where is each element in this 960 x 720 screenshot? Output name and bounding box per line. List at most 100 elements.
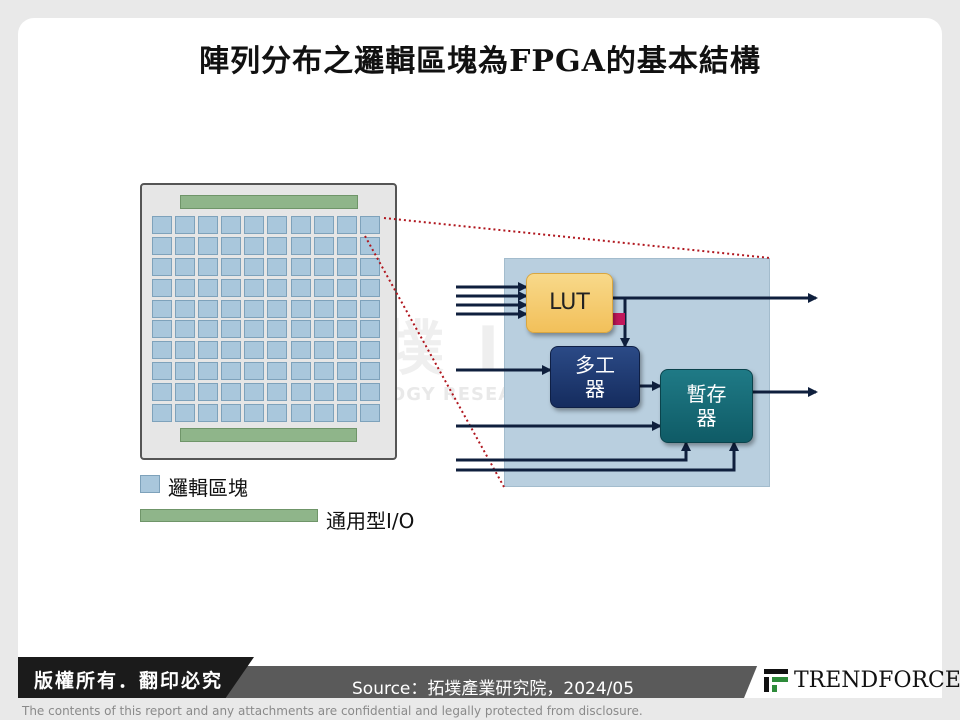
logic-block-cell xyxy=(198,362,219,381)
logic-block-cell xyxy=(313,341,334,360)
io-bar-top xyxy=(180,195,358,209)
logic-block-cell xyxy=(175,362,196,381)
logic-block-cell xyxy=(267,299,288,318)
logic-block-cell xyxy=(244,383,265,402)
logic-block-cell xyxy=(221,236,242,255)
logic-block-cell xyxy=(336,320,357,339)
logic-block-cell xyxy=(290,383,311,402)
register-label-line1: 暫存 xyxy=(686,382,727,406)
register-label: 暫存 器 xyxy=(687,382,727,430)
trendforce-logo-text: TRENDFORCE xyxy=(794,668,960,693)
logic-block-cell xyxy=(359,341,380,360)
logic-block-cell xyxy=(152,341,172,360)
logic-block-cell xyxy=(175,404,196,423)
logic-block-cell xyxy=(175,236,196,255)
logic-block-cell xyxy=(221,257,242,276)
page-title: 陣列分布之邏輯區塊為FPGA的基本結構 xyxy=(199,44,761,79)
logic-block-cell xyxy=(290,216,311,234)
logic-block-cell xyxy=(244,257,265,276)
multiplexer-block: 多工 器 xyxy=(550,346,640,408)
logic-block-cell xyxy=(359,257,380,276)
logic-block-cell xyxy=(359,236,380,255)
logic-block-cell xyxy=(244,278,265,297)
register-block: 暫存 器 xyxy=(660,369,753,443)
logic-block-cell xyxy=(175,383,196,402)
logic-block-cell xyxy=(359,299,380,318)
logic-block-cell xyxy=(152,404,172,423)
logic-block-cell xyxy=(313,236,334,255)
logic-block-cell xyxy=(267,216,288,234)
source-text: Source：拓墣產業研究院，2024/05 xyxy=(352,679,635,699)
logic-block-cell xyxy=(336,236,357,255)
logic-block-cell xyxy=(198,299,219,318)
logic-block-grid xyxy=(152,216,384,423)
logic-block-cell xyxy=(313,299,334,318)
logic-block-cell xyxy=(290,404,311,423)
legend-io-label: 通用型I/O xyxy=(326,509,415,533)
logic-block-cell xyxy=(152,320,172,339)
logic-block-cell xyxy=(221,383,242,402)
logic-block-cell xyxy=(267,341,288,360)
logic-block-cell xyxy=(152,299,172,318)
logic-block-cell xyxy=(290,362,311,381)
logic-block-cell xyxy=(313,404,334,423)
logic-block-cell xyxy=(336,404,357,423)
logic-block-cell xyxy=(359,383,380,402)
trendforce-logo-icon xyxy=(764,669,788,692)
logic-block-cell xyxy=(336,299,357,318)
logic-block-cell xyxy=(267,236,288,255)
logic-block-cell xyxy=(359,362,380,381)
multiplexer-label: 多工 器 xyxy=(575,353,615,401)
logic-block-cell xyxy=(267,257,288,276)
logic-block-cell xyxy=(267,362,288,381)
logic-block-cell xyxy=(313,216,334,234)
logic-block-cell xyxy=(359,216,380,234)
logic-block-cell xyxy=(152,236,172,255)
footer-copyright-panel xyxy=(18,657,254,698)
logic-block-cell xyxy=(313,383,334,402)
logic-block-cell xyxy=(198,341,219,360)
io-bar-bottom xyxy=(180,428,357,442)
logic-block-cell xyxy=(336,278,357,297)
logic-block-cell xyxy=(152,257,172,276)
lut-label: LUT xyxy=(549,290,590,315)
copyright-text: 版權所有．翻印必究 xyxy=(34,670,224,692)
multiplexer-label-line2: 器 xyxy=(585,377,605,401)
logic-block-cell xyxy=(244,341,265,360)
logic-block-cell xyxy=(198,404,219,423)
logic-block-cell xyxy=(244,216,265,234)
logic-block-cell xyxy=(221,299,242,318)
logic-block-cell xyxy=(290,299,311,318)
register-label-line2: 器 xyxy=(696,406,717,430)
logic-block-cell xyxy=(290,236,311,255)
logic-block-cell xyxy=(313,320,334,339)
logic-block-cell xyxy=(198,257,219,276)
logic-block-cell xyxy=(336,362,357,381)
logic-block-cell xyxy=(221,216,242,234)
disclaimer-text: The contents of this report and any atta… xyxy=(22,704,643,718)
logic-block-cell xyxy=(175,320,196,339)
logic-block-cell xyxy=(221,362,242,381)
logic-block-cell xyxy=(359,320,380,339)
logic-block-cell xyxy=(221,341,242,360)
logic-block-cell xyxy=(290,278,311,297)
logic-block-cell xyxy=(198,278,219,297)
logic-block-cell xyxy=(244,299,265,318)
lut-block: LUT xyxy=(526,273,613,333)
logic-block-cell xyxy=(336,216,357,234)
logic-block-cell xyxy=(244,362,265,381)
logic-block-cell xyxy=(290,341,311,360)
logic-block-cell xyxy=(152,362,172,381)
logic-block-cell xyxy=(152,383,172,402)
logic-block-cell xyxy=(267,278,288,297)
logic-block-cell xyxy=(221,320,242,339)
logic-block-cell xyxy=(267,383,288,402)
logic-block-cell xyxy=(359,404,380,423)
logic-block-cell xyxy=(221,404,242,423)
logic-block-cell xyxy=(290,257,311,276)
logic-block-cell xyxy=(198,216,219,234)
logic-block-cell xyxy=(175,257,196,276)
logic-block-cell xyxy=(290,320,311,339)
legend-logic-block-label: 邏輯區塊 xyxy=(168,476,248,500)
legend-io-swatch xyxy=(140,509,318,522)
